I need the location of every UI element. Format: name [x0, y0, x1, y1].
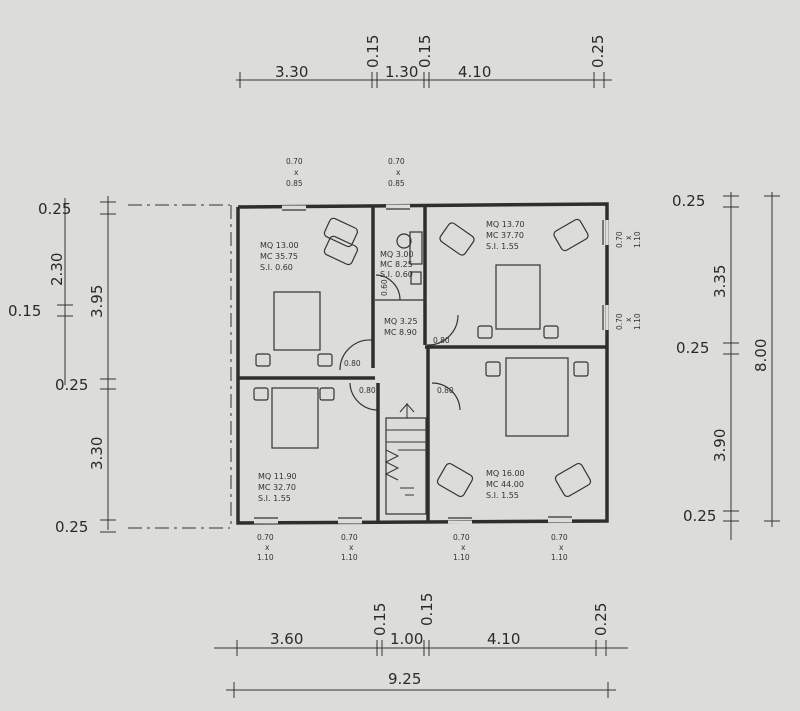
dim-right-h2: 3.90 [711, 429, 729, 462]
svg-text:1.10: 1.10 [257, 553, 274, 562]
door-label-1: 0.80 [344, 359, 361, 368]
svg-text:x: x [624, 317, 633, 322]
room-label-bed-top-right: MQ 13.70 MC 37.70 S.I. 1.55 [486, 220, 525, 251]
dim-right-t1: 0.25 [672, 192, 705, 210]
dim-bottom-e: 4.10 [487, 630, 520, 648]
window-label-bottom-3: 0.70 x 1.10 [453, 533, 470, 562]
svg-text:x: x [349, 543, 354, 552]
svg-text:0.85: 0.85 [388, 179, 405, 188]
svg-text:x: x [624, 235, 633, 240]
svg-text:0.70: 0.70 [615, 231, 624, 248]
svg-text:S.I. 0.60: S.I. 0.60 [260, 263, 293, 272]
window-label-bottom-1: 0.70 x 1.10 [257, 533, 274, 562]
room-label-bed-bottom-left: MQ 11.90 MC 32.70 S.I. 1.55 [258, 472, 297, 503]
door-label-bath: 0.60 [380, 279, 389, 296]
room-label-bed-top-left: MQ 13.00 MC 35.75 S.I. 0.60 [260, 241, 299, 272]
svg-text:S.I. 1.55: S.I. 1.55 [486, 491, 519, 500]
svg-text:MQ 13.70: MQ 13.70 [486, 220, 525, 229]
dim-left-t1: 0.25 [38, 200, 71, 218]
svg-text:0.85: 0.85 [286, 179, 303, 188]
svg-text:0.70: 0.70 [615, 313, 624, 330]
room-label-bath: MQ 3.00 MC 8.25 S.I. 0.60 [380, 250, 414, 279]
dim-top-d: 0.15 [416, 35, 434, 68]
dim-bottom-d: 0.15 [418, 593, 436, 626]
svg-text:MQ 3.25: MQ 3.25 [384, 317, 418, 326]
svg-text:0.70: 0.70 [388, 157, 405, 166]
left-dimension-chain: 0.25 2.30 3.95 0.15 0.25 3.30 0.25 [8, 196, 230, 536]
dim-right-h1: 3.35 [711, 265, 729, 298]
door-label-2: 0.80 [359, 386, 376, 395]
dim-right-total: 8.00 [752, 339, 770, 372]
staircase [384, 403, 427, 515]
dim-top-a: 3.30 [275, 63, 308, 81]
dim-top-e: 4.10 [458, 63, 491, 81]
svg-text:MQ 16.00: MQ 16.00 [486, 469, 525, 478]
dim-left-t3: 0.25 [55, 376, 88, 394]
svg-text:1.10: 1.10 [633, 313, 642, 330]
svg-text:S.I. 1.55: S.I. 1.55 [258, 494, 291, 503]
interior-walls [238, 205, 607, 521]
window-label-right-1: 0.70 x 1.10 [615, 231, 642, 248]
dim-top-f: 0.25 [589, 35, 607, 68]
bottom-dimension-chain: 3.60 0.15 1.00 0.15 4.10 0.25 [214, 593, 628, 656]
svg-text:1.10: 1.10 [453, 553, 470, 562]
svg-text:0.70: 0.70 [257, 533, 274, 542]
door-label-3: 0.80 [437, 386, 454, 395]
svg-text:x: x [461, 543, 466, 552]
dim-bottom-c: 1.00 [390, 630, 423, 648]
svg-text:MC 37.70: MC 37.70 [486, 231, 524, 240]
svg-text:x: x [294, 168, 299, 177]
svg-text:x: x [396, 168, 401, 177]
window-label-right-2: 0.70 x 1.10 [615, 313, 642, 330]
dim-left-h2: 3.95 [88, 285, 106, 318]
dim-top-b: 0.15 [364, 35, 382, 68]
svg-text:0.70: 0.70 [551, 533, 568, 542]
dim-bottom-b: 0.15 [371, 603, 389, 636]
svg-text:x: x [559, 543, 564, 552]
window-label-bottom-4: 0.70 x 1.10 [551, 533, 568, 562]
svg-text:1.10: 1.10 [341, 553, 358, 562]
dim-left-t4: 0.25 [55, 518, 88, 536]
svg-text:MC 32.70: MC 32.70 [258, 483, 296, 492]
svg-text:S.I. 1.55: S.I. 1.55 [486, 242, 519, 251]
top-dimension-chain: 3.30 0.15 1.30 0.15 4.10 0.25 [236, 35, 612, 88]
dim-bottom-a: 3.60 [270, 630, 303, 648]
svg-text:MQ 11.90: MQ 11.90 [258, 472, 297, 481]
svg-text:MC 8.25: MC 8.25 [380, 260, 413, 269]
room-label-hall: MQ 3.25 MC 8.90 [384, 317, 418, 337]
svg-text:1.10: 1.10 [633, 231, 642, 248]
dim-right-t3: 0.25 [683, 507, 716, 525]
svg-text:MQ 13.00: MQ 13.00 [260, 241, 299, 250]
window-label-top-left: 0.70 x 0.85 [286, 157, 303, 188]
doors: 0.80 0.80 0.80 0.80 0.60 [339, 274, 461, 411]
furniture [253, 217, 592, 498]
dim-left-h1: 2.30 [48, 253, 66, 286]
dim-left-h3: 3.30 [88, 437, 106, 470]
svg-text:MC 35.75: MC 35.75 [260, 252, 298, 261]
svg-text:S.I. 0.60: S.I. 0.60 [380, 270, 413, 279]
dim-left-t2: 0.15 [8, 302, 41, 320]
svg-text:MQ 3.00: MQ 3.00 [380, 250, 414, 259]
svg-text:MC 8.90: MC 8.90 [384, 328, 417, 337]
svg-text:MC 44.00: MC 44.00 [486, 480, 524, 489]
dim-top-c: 1.30 [385, 63, 418, 81]
svg-text:0.70: 0.70 [453, 533, 470, 542]
dim-bottom-f: 0.25 [592, 603, 610, 636]
window-label-top-mid: 0.70 x 0.85 [388, 157, 405, 188]
window-label-bottom-2: 0.70 x 1.10 [341, 533, 358, 562]
svg-text:1.10: 1.10 [551, 553, 568, 562]
svg-text:x: x [265, 543, 270, 552]
door-label-4: 0.80 [433, 336, 450, 345]
svg-text:0.70: 0.70 [286, 157, 303, 166]
room-label-bed-bottom-right: MQ 16.00 MC 44.00 S.I. 1.55 [486, 469, 525, 500]
svg-text:0.70: 0.70 [341, 533, 358, 542]
outer-walls [230, 202, 609, 528]
right-dimension-chain: 0.25 3.35 0.25 3.90 0.25 8.00 [672, 192, 780, 540]
dim-right-t2: 0.25 [676, 339, 709, 357]
dim-bottom-total: 9.25 [388, 670, 421, 688]
bottom-total-dimension: 9.25 [226, 670, 616, 698]
